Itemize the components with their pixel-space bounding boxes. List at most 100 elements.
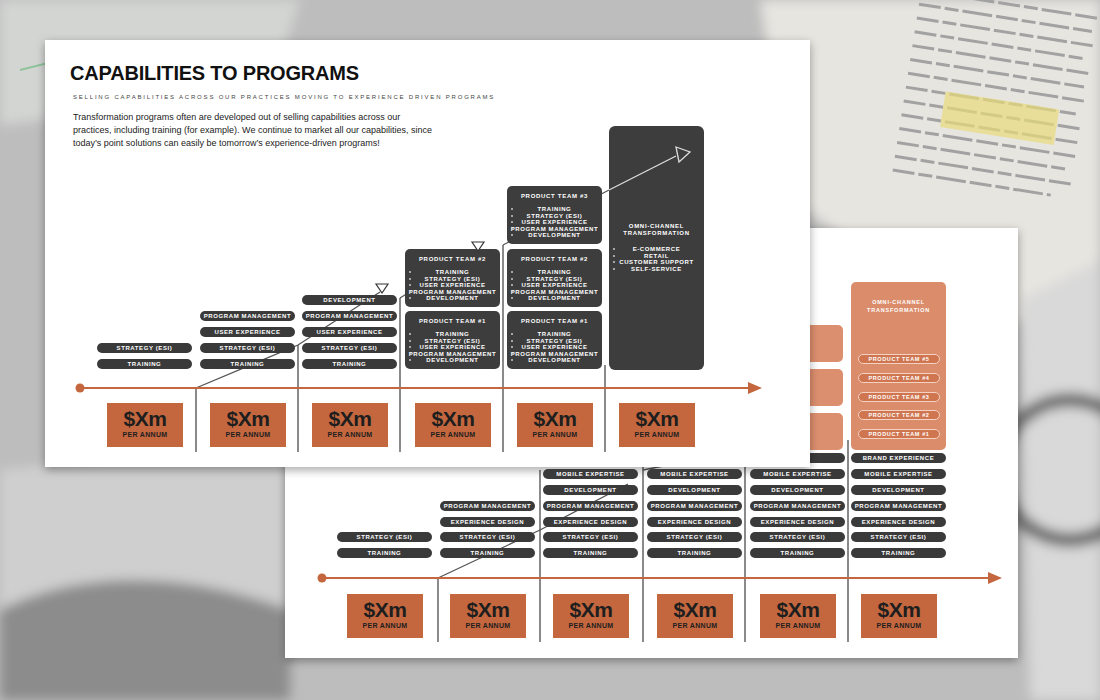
pill-label: TRAINING [882, 550, 916, 556]
capability-pill: EXPERIENCE DESIGN [647, 517, 742, 527]
pill-label: PROGRAM MANAGEMENT [754, 503, 841, 509]
capability-pill: TRAINING [750, 548, 845, 558]
revenue-box: $XmPER ANNUM [107, 403, 183, 447]
pill-label: TRAINING [368, 550, 402, 556]
capability-pill: STRATEGY (ESI) [302, 343, 397, 353]
pill-label: PROGRAM MANAGEMENT [651, 503, 738, 509]
team-heading: PRODUCT TEAM #1 [507, 318, 602, 325]
pill-label: PROGRAM MANAGEMENT [444, 503, 531, 509]
capability-pill: MOBILE EXPERTISE [543, 469, 638, 479]
divider [195, 388, 197, 452]
pill-label: TRAINING [574, 550, 608, 556]
channel-item: E-COMMERCE [609, 246, 704, 253]
capability-item: STRATEGY (ESI) [507, 276, 602, 283]
capability-item: STRATEGY (ESI) [507, 338, 602, 345]
revenue-amount: $Xm [210, 408, 286, 430]
pill-label: STRATEGY (ESI) [460, 534, 516, 540]
pill-label: MOBILE EXPERTISE [864, 471, 932, 477]
divider [744, 445, 746, 642]
revenue-amount: $Xm [415, 408, 491, 430]
pill-label: STRATEGY (ESI) [322, 345, 378, 351]
capability-item: DEVELOPMENT [405, 295, 500, 302]
divider [297, 345, 299, 452]
pill-label: USER EXPERIENCE [316, 329, 382, 335]
product-team-pill: PRODUCT TEAM #3 [858, 392, 940, 402]
revenue-period: PER ANNUM [861, 621, 937, 630]
pill-label: STRATEGY (ESI) [117, 345, 173, 351]
pill-label: EXPERIENCE DESIGN [658, 519, 732, 525]
slide-title: CAPABILITIES TO PROGRAMS [70, 61, 359, 85]
step-triangle [376, 284, 388, 293]
product-team-box: PRODUCT TEAM #2TRAININGSTRATEGY (ESI)USE… [405, 249, 500, 307]
capability-item: USER EXPERIENCE [405, 344, 500, 351]
growth-staircase [196, 292, 380, 388]
capability-pill: MOBILE EXPERTISE [647, 469, 742, 479]
revenue-period: PER ANNUM [619, 430, 695, 439]
channel-item: RETAIL [609, 253, 704, 260]
capability-pill: DEVELOPMENT [302, 295, 397, 305]
timeline-start [318, 574, 327, 583]
pill-label: USER EXPERIENCE [214, 329, 280, 335]
capability-pill: PROGRAM MANAGEMENT [440, 501, 535, 511]
revenue-amount: $Xm [861, 599, 937, 621]
capability-pill: USER EXPERIENCE [200, 327, 295, 337]
pill-label: STRATEGY (ESI) [770, 534, 826, 540]
capability-pill: EXPERIENCE DESIGN [543, 517, 638, 527]
divider [604, 365, 606, 452]
team-heading: PRODUCT TEAM #2 [405, 256, 500, 263]
capability-item: DEVELOPMENT [405, 357, 500, 364]
revenue-period: PER ANNUM [210, 430, 286, 439]
revenue-period: PER ANNUM [553, 621, 629, 630]
capability-pill: PROGRAM MANAGEMENT [750, 501, 845, 511]
revenue-amount: $Xm [619, 408, 695, 430]
timeline-arrowhead [748, 382, 762, 394]
capability-pill: BRAND EXPERIENCE [851, 453, 946, 463]
growth-staircase [609, 156, 676, 190]
divider [642, 458, 644, 642]
capability-pill: PROGRAM MANAGEMENT [543, 501, 638, 511]
capability-pill: DEVELOPMENT [851, 485, 946, 495]
pill-label: DEVELOPMENT [323, 297, 375, 303]
capability-pill: STRATEGY (ESI) [851, 532, 946, 542]
capability-item: DEVELOPMENT [507, 295, 602, 302]
capability-pill: TRAINING [647, 548, 742, 558]
capability-item: STRATEGY (ESI) [507, 213, 602, 220]
product-team-box: PRODUCT TEAM #2TRAININGSTRATEGY (ESI)USE… [507, 249, 602, 307]
divider [437, 578, 439, 642]
revenue-box: $XmPER ANNUM [657, 594, 733, 638]
capability-item: TRAINING [507, 269, 602, 276]
capability-pill: STRATEGY (ESI) [337, 532, 432, 542]
revenue-period: PER ANNUM [347, 621, 423, 630]
capability-pill: PROGRAM MANAGEMENT [200, 311, 295, 321]
revenue-amount: $Xm [312, 408, 388, 430]
product-team-box: PRODUCT TEAM #3TRAININGSTRATEGY (ESI)USE… [507, 186, 602, 244]
pill-label: EXPERIENCE DESIGN [451, 519, 525, 525]
capability-pill: STRATEGY (ESI) [200, 343, 295, 353]
revenue-box: $XmPER ANNUM [312, 403, 388, 447]
capability-item: DEVELOPMENT [507, 357, 602, 364]
divider [502, 245, 504, 452]
paper-sheet [0, 440, 290, 700]
pill-label: STRATEGY (ESI) [667, 534, 723, 540]
revenue-period: PER ANNUM [657, 621, 733, 630]
revenue-box: $XmPER ANNUM [210, 403, 286, 447]
pill-label: TRAINING [678, 550, 712, 556]
product-team-pill: PRODUCT TEAM #4 [858, 373, 940, 383]
pill-label: PROGRAM MANAGEMENT [204, 313, 291, 319]
pill-label: STRATEGY (ESI) [563, 534, 619, 540]
pill-label: TRAINING [781, 550, 815, 556]
capability-item: USER EXPERIENCE [507, 219, 602, 226]
revenue-amount: $Xm [450, 599, 526, 621]
product-team-pill: PRODUCT TEAM #1 [858, 429, 940, 439]
pill-label: PROGRAM MANAGEMENT [306, 313, 393, 319]
capability-item: TRAINING [507, 331, 602, 338]
capability-pill: DEVELOPMENT [750, 485, 845, 495]
channel-item: CUSTOMER SUPPORT [609, 259, 704, 266]
slide-subtitle: SELLING CAPABILITIES ACROSS OUR PRACTICE… [73, 93, 495, 101]
capability-item: STRATEGY (ESI) [405, 338, 500, 345]
book-text [893, 0, 1099, 198]
capability-item: PROGRAM MANAGEMENT [507, 351, 602, 358]
revenue-amount: $Xm [760, 599, 836, 621]
column-dividers [196, 245, 605, 452]
timeline [80, 387, 752, 389]
